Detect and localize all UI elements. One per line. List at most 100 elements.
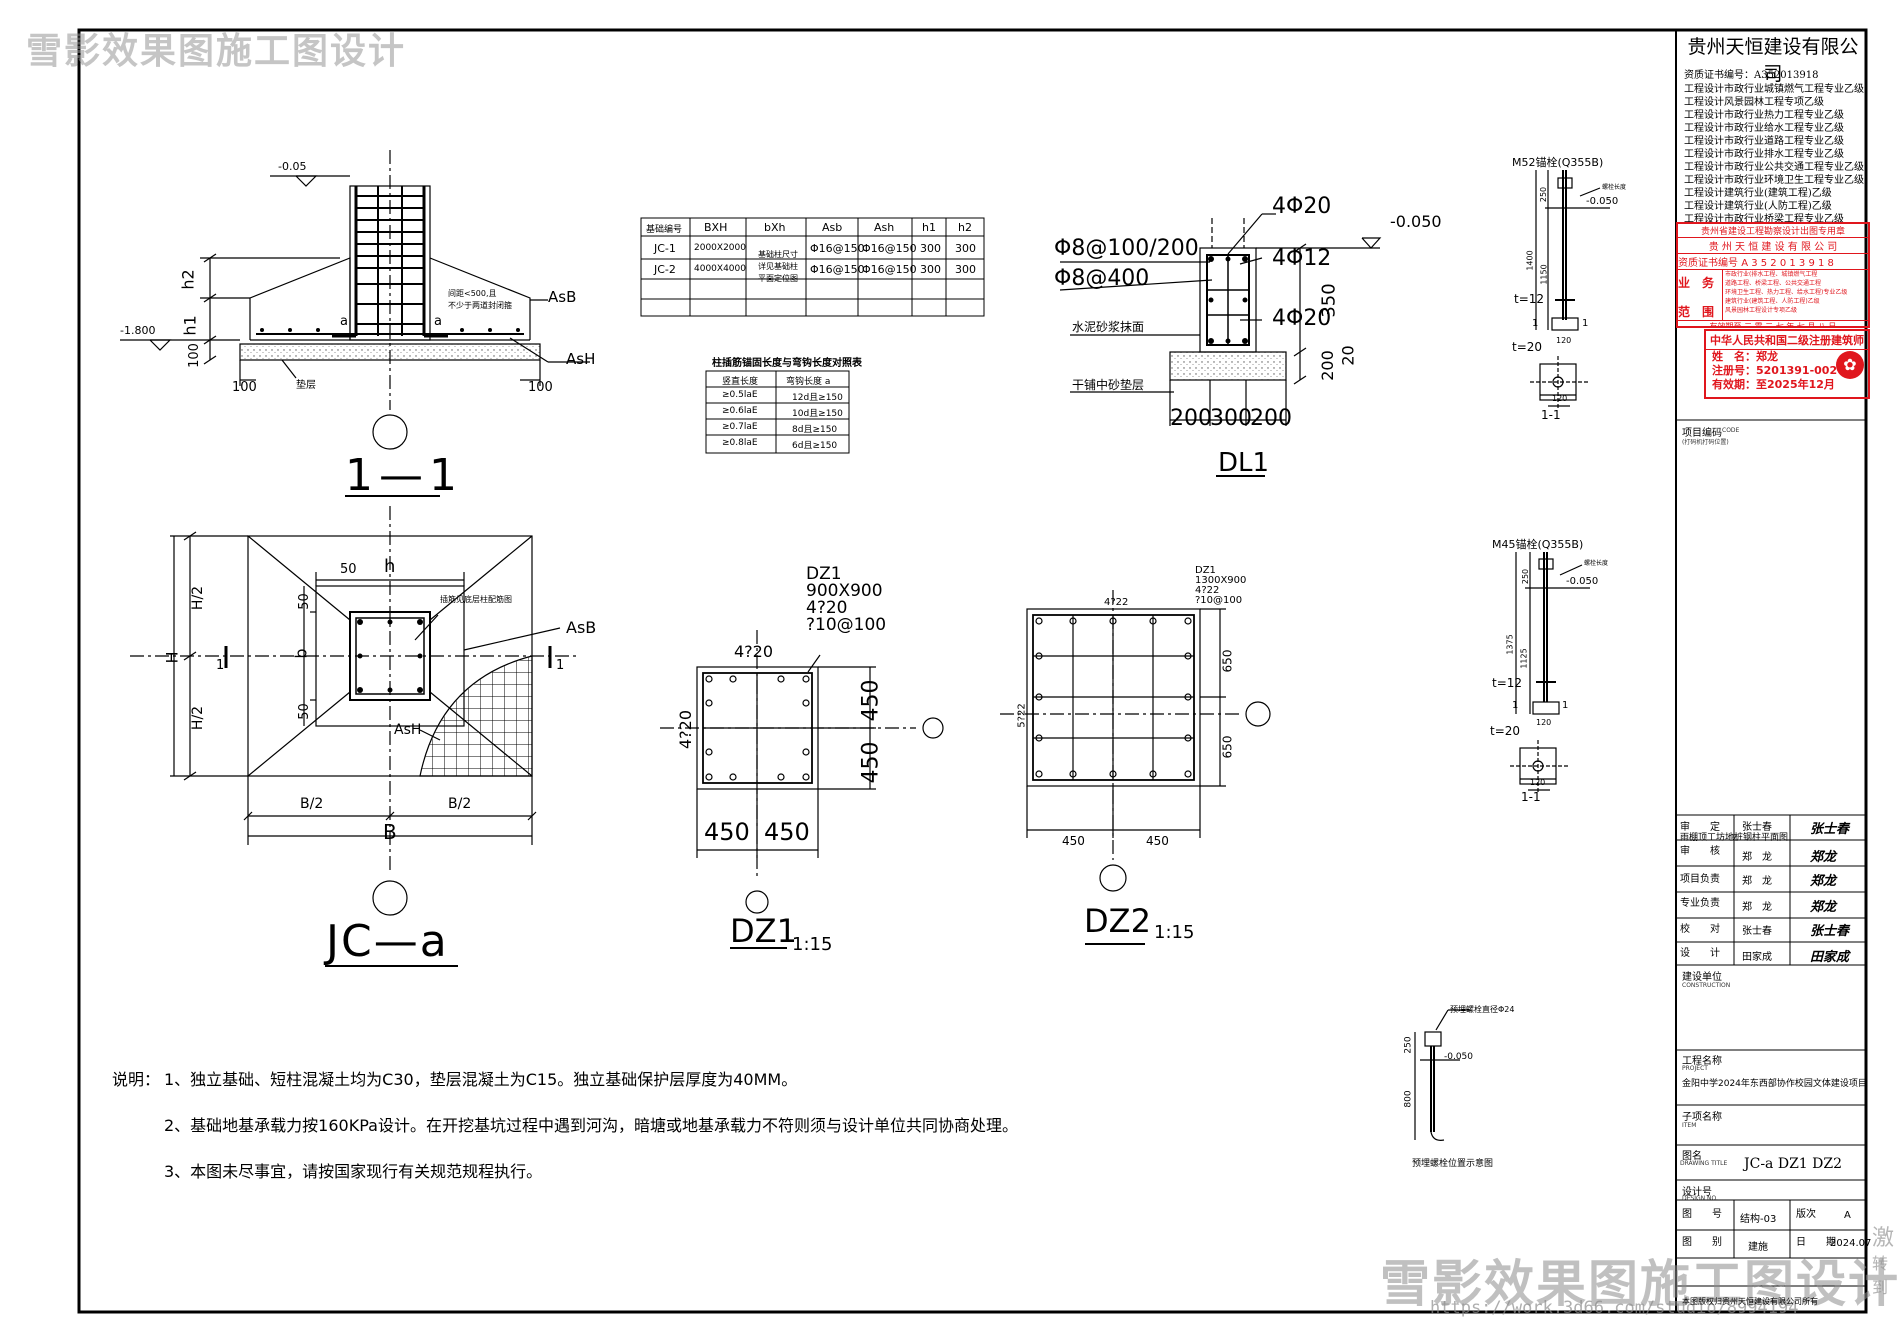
tbl1-h6: h2 <box>958 221 972 234</box>
jca-H: H <box>162 651 182 664</box>
jca-b2-left: B/2 <box>300 796 324 812</box>
date-label: 日 期 <box>1796 1237 1836 1248</box>
tbl1-merged-1: 基础柱尺寸 <box>758 250 798 259</box>
dz1-dim-450-v1: 450 <box>858 679 884 722</box>
qualification-7: 工程设计市政行业公共交通工程专业乙级 <box>1684 162 1864 173</box>
sheet-no: 结构-03 <box>1740 1214 1777 1225</box>
qualification-9: 工程设计建筑行业(建筑工程)乙级 <box>1684 188 1832 199</box>
dz1-bars: 4?20 <box>806 598 848 618</box>
tbl2-r0-c1: 12d且≥150 <box>792 393 843 403</box>
architect-title: 中华人民共和国二级注册建筑师 <box>1706 331 1868 350</box>
sign-label-review: 审 核 <box>1680 846 1720 857</box>
elev-top: -0.05 <box>278 160 307 173</box>
tbl1-r0-c5: 300 <box>920 242 941 255</box>
tbl2-r3-c1: 6d且≥150 <box>792 441 838 451</box>
dz1-title: DZ1 <box>730 912 797 950</box>
tbl2-r1-c1: 10d且≥150 <box>792 409 843 419</box>
anchor2-d1125: 1125 <box>1519 648 1529 669</box>
tbl1-r1-c0: JC-2 <box>654 263 676 276</box>
elev-bottom: -1.800 <box>120 324 156 337</box>
note-3: 3、本图未尽事宜，请按国家现行有关规范规程执行。 <box>164 1162 543 1181</box>
tbl1-r1-c6: 300 <box>955 263 976 276</box>
drawing-label: 图名 <box>1682 1151 1702 1162</box>
anchor1-d120a: 120 <box>1556 336 1572 345</box>
dl1-top-bars: 4Φ20 <box>1272 194 1332 219</box>
sign-name-check: 张士春 <box>1742 926 1772 937</box>
dim-100-vert: 100 <box>186 343 202 368</box>
dim-100-left: 100 <box>232 380 257 395</box>
anchor3-caption: 预埋螺栓位置示意图 <box>1412 1159 1494 1169</box>
architect-seal-stamp: 中华人民共和国二级注册建筑师 姓 名：郑龙 注册号：5201391-002 有效… <box>1704 329 1870 399</box>
jca-mark-left: 1 <box>216 658 225 673</box>
seal-scope-1: 市政行业(排水工程、城镇燃气工程 <box>1725 271 1818 278</box>
anchor1-t12: t=12 <box>1514 292 1545 306</box>
jca-h2-bot: H/2 <box>190 705 207 731</box>
architect-name-label: 姓 名： <box>1712 350 1756 363</box>
jca-50-bot: 50 <box>296 703 312 720</box>
jca-b2-right: B/2 <box>448 796 472 812</box>
tbl1-h4: Ash <box>874 221 895 234</box>
anchor1-title: M52锚栓(Q355B) <box>1512 156 1604 169</box>
jca-50-top: 50 <box>340 562 357 577</box>
project-code-en: CODE <box>1722 427 1740 434</box>
qualification-6: 工程设计市政行业排水工程专业乙级 <box>1684 149 1844 160</box>
tbl2-r0-c0: ≥0.5laE <box>722 390 758 400</box>
tbl2-r2-c0: ≥0.7laE <box>722 422 758 432</box>
watermark-url: https://work.3d66.com/studio/8994194 <box>1430 1298 1799 1318</box>
dl1-elev: -0.050 <box>1390 212 1442 231</box>
tbl1-h2: bXh <box>764 221 786 234</box>
jca-h2-top: H/2 <box>190 585 207 611</box>
dz2-dim-650-2: 650 <box>1220 735 1235 759</box>
dz1-scale: 1:15 <box>792 934 833 955</box>
copyright: 本图版权归贵州天恒建设有限公司所有 <box>1682 1297 1818 1306</box>
tbl1-merged-3: 平面定位图 <box>758 274 798 283</box>
dz2-title: DZ2 <box>1084 902 1151 940</box>
anchor2-nut: 螺栓长度 <box>1584 560 1609 567</box>
stirrup-note-2: 不少于两道封闭箍 <box>448 301 512 310</box>
dz1-size: 900X900 <box>806 581 883 601</box>
drawing-title: JC-a DZ1 DZ2 <box>1744 1156 1843 1172</box>
anchor1-d1150: 1150 <box>1539 264 1549 285</box>
tbl2-r3-c0: ≥0.8laE <box>722 438 758 448</box>
dz2-plan <box>1000 590 1271 945</box>
dl1-stirrup-1: Φ8@100/200 <box>1054 236 1199 261</box>
watermark-side-2: 转到 <box>1872 1254 1889 1297</box>
jca-h: h <box>384 556 396 577</box>
qualification-11: 工程设计市政行业桥梁工程专业乙级 <box>1684 214 1844 225</box>
anchor2-d1375: 1375 <box>1505 634 1515 655</box>
seal-scope-2: 道路工程、桥梁工程、公共交通工程 <box>1725 280 1822 287</box>
category: 建施 <box>1748 1242 1768 1253</box>
architect-emblem-icon: ✿ <box>1836 351 1864 379</box>
ash-label-section: AsH <box>566 350 596 368</box>
dz2-dim-650-1: 650 <box>1220 649 1235 673</box>
anchor1-sec: 1-1 <box>1541 408 1561 422</box>
architect-name: 郑龙 <box>1756 350 1778 363</box>
anchor-bolt-m52 <box>1530 170 1610 408</box>
seal-valid: 有效期至 二 零 二 七 年 七 月 八 日 <box>1678 320 1868 326</box>
anchor1-elev: -0.050 <box>1586 196 1619 207</box>
subitem-en: ITEM <box>1682 1122 1697 1129</box>
hook-a-right: a <box>434 314 442 329</box>
sign-name-discipline-lead: 郑 龙 <box>1742 902 1772 913</box>
anchor2-t12: t=12 <box>1492 676 1523 690</box>
architect-reg-label: 注册号： <box>1712 364 1756 377</box>
sheet-border <box>77 28 1868 1314</box>
signature-check: 张士春 <box>1810 924 1850 939</box>
qualification-3: 工程设计市政行业热力工程专业乙级 <box>1684 110 1844 121</box>
dl1-dim-20: 20 <box>1338 345 1358 366</box>
tbl1-r0-c1: 2000X2000 <box>694 243 746 253</box>
dz2-dim-450-1: 450 <box>1062 834 1085 848</box>
jca-title: JC—a <box>326 916 449 967</box>
seal-scope-3: 环境卫生工程、热力工程、给水工程)专业乙级 <box>1725 289 1848 296</box>
anchorage-table <box>705 370 850 454</box>
dz2-callout: DZ1 1300X900 4?22 ?10@100 <box>1195 566 1246 606</box>
qualification-8: 工程设计市政行业环境卫生工程专业乙级 <box>1684 175 1864 186</box>
cushion-label: 垫层 <box>296 380 316 391</box>
anchor1-nut: 螺栓长度 <box>1602 184 1627 191</box>
anchor-bolt-embed <box>1414 1009 1470 1141</box>
date: 2024.07 <box>1830 1238 1872 1249</box>
note-2: 2、基础地基承载力按160KPa设计。在开挖基坑过程中遇到河沟，暗塘或地基承载力… <box>164 1116 1018 1135</box>
dim-h2: h2 <box>178 269 198 290</box>
project-code-label: 项目编码 <box>1682 428 1722 439</box>
anchor3-title: 预埋螺栓直径Φ24 <box>1450 1005 1515 1014</box>
